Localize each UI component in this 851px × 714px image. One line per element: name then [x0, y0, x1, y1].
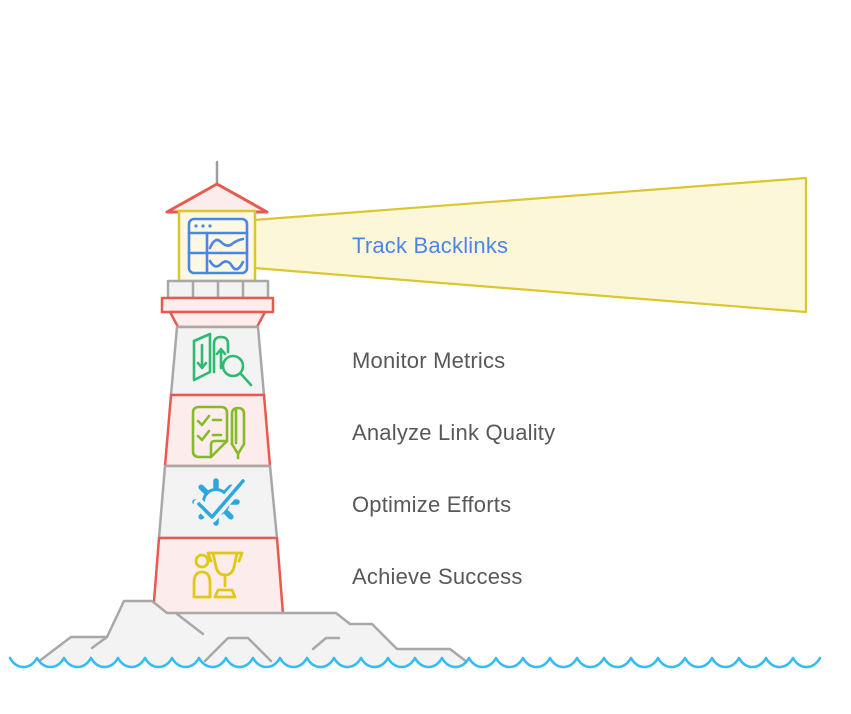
gallery-band: [160, 296, 275, 314]
lighthouse-roof: [165, 182, 269, 214]
browser-analytics-icon: [187, 217, 249, 275]
gallery-railing: [166, 279, 270, 300]
rock-crack-mid-left: [175, 612, 205, 636]
rock-crack-right: [311, 636, 341, 651]
gallery-base: [168, 310, 267, 329]
map-search-icon: [192, 332, 253, 387]
stage-label-optimize-efforts: Optimize Efforts: [352, 492, 512, 517]
light-beam: [252, 176, 808, 314]
gear-check-icon: [192, 475, 249, 526]
wave-line: [8, 656, 822, 669]
water-mask: [10, 658, 820, 714]
tower-segment-analyze: [163, 393, 272, 468]
stage-label-achieve-success: Achieve Success: [352, 564, 523, 589]
stage-label-track-backlinks: Track Backlinks: [352, 233, 509, 258]
stage-label-monitor-metrics: Monitor Metrics: [352, 348, 506, 373]
stage-label-analyze-link-quality: Analyze Link Quality: [352, 420, 556, 445]
rock-crack-center: [203, 636, 273, 663]
checklist-pen-icon: [191, 405, 246, 460]
person-trophy-icon: [192, 551, 244, 599]
rock-crack-left: [90, 635, 109, 650]
tower-segment-achieve: [151, 536, 285, 616]
rocks: [36, 599, 469, 666]
